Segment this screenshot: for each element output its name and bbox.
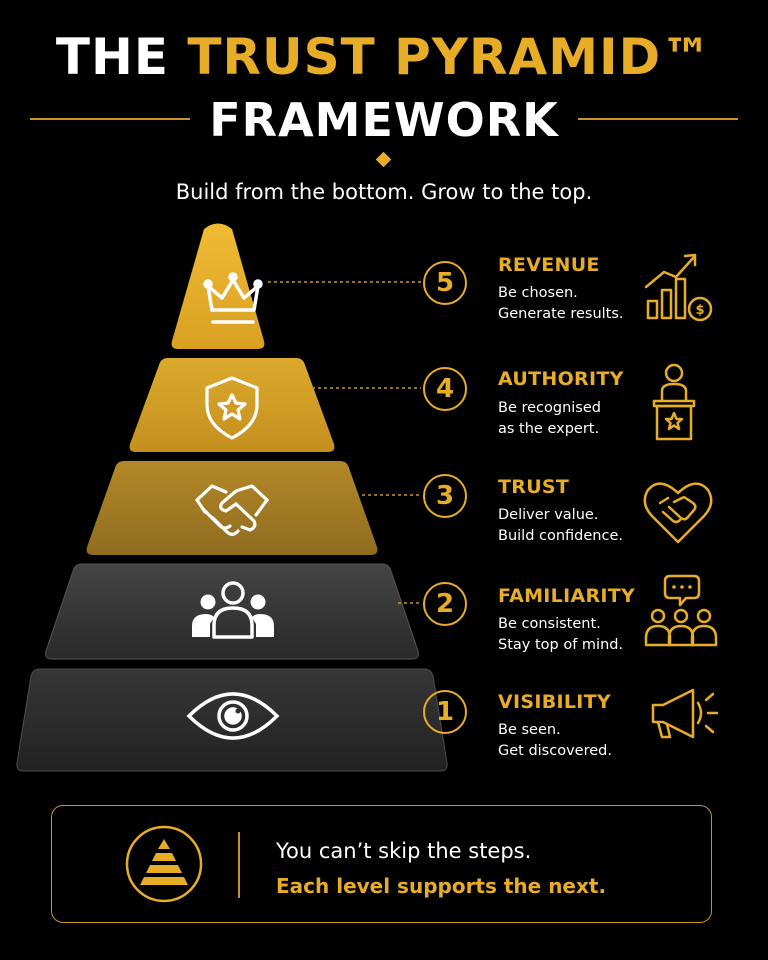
level-1-desc-2: Get discovered. <box>498 743 612 759</box>
people-group-icon <box>192 581 274 639</box>
title-line-1: THE TRUST PYRAMID™ <box>0 28 768 86</box>
level-5-desc-2: Generate results. <box>498 306 624 322</box>
level-5-number: 5 <box>423 261 467 305</box>
subtitle: Build from the bottom. Grow to the top. <box>175 180 593 204</box>
title-trust-pyramid: TRUST PYRAMID™ <box>187 28 713 86</box>
growth-chart-dollar-icon: $ <box>644 253 713 322</box>
level-4-desc-1: Be recognised <box>498 400 601 416</box>
tier-authority <box>129 358 335 452</box>
footer-divider <box>238 832 240 898</box>
level-1-number: 1 <box>423 690 467 734</box>
speaker-podium-icon <box>652 363 696 441</box>
tier-trust <box>86 461 378 555</box>
level-3-title: TRUST <box>498 476 570 498</box>
title-the: THE <box>55 28 188 86</box>
title-rule-right <box>578 118 738 120</box>
crown-icon <box>203 272 263 324</box>
tier-revenue <box>171 223 265 349</box>
megaphone-icon <box>651 688 719 739</box>
title-line-2: FRAMEWORK <box>209 93 559 147</box>
level-5-title: REVENUE <box>498 254 600 276</box>
level-2-title: FAMILIARITY <box>498 585 636 607</box>
tier-visibility <box>16 668 448 772</box>
level-2-desc-1: Be consistent. <box>498 616 601 632</box>
level-4-desc-2: as the expert. <box>498 421 600 437</box>
level-3-number: 3 <box>423 474 467 518</box>
shield-star-icon <box>205 376 259 440</box>
pyramid-icon <box>125 825 203 903</box>
level-4-title: AUTHORITY <box>498 368 624 390</box>
svg-text:$: $ <box>695 303 704 318</box>
level-1-desc-1: Be seen. <box>498 722 561 738</box>
level-5-desc-1: Be chosen. <box>498 285 578 301</box>
connector-lines <box>268 281 421 604</box>
chat-group-icon <box>644 574 718 647</box>
level-2-number: 2 <box>423 582 467 626</box>
level-1-title: VISIBILITY <box>498 691 611 713</box>
heart-handshake-icon <box>643 482 713 544</box>
level-4-number: 4 <box>423 367 467 411</box>
level-3-desc-2: Build confidence. <box>498 528 623 544</box>
handshake-icon <box>195 484 269 536</box>
eye-icon <box>186 692 280 740</box>
footer-line-2: Each level supports the next. <box>276 874 607 898</box>
title-rule-left <box>30 118 190 120</box>
tier-familiarity <box>45 563 419 660</box>
footer-callout <box>51 805 712 923</box>
level-2-desc-2: Stay top of mind. <box>498 637 624 653</box>
footer-line-1: You can’t skip the steps. <box>276 839 532 863</box>
level-3-desc-1: Deliver value. <box>498 507 599 523</box>
